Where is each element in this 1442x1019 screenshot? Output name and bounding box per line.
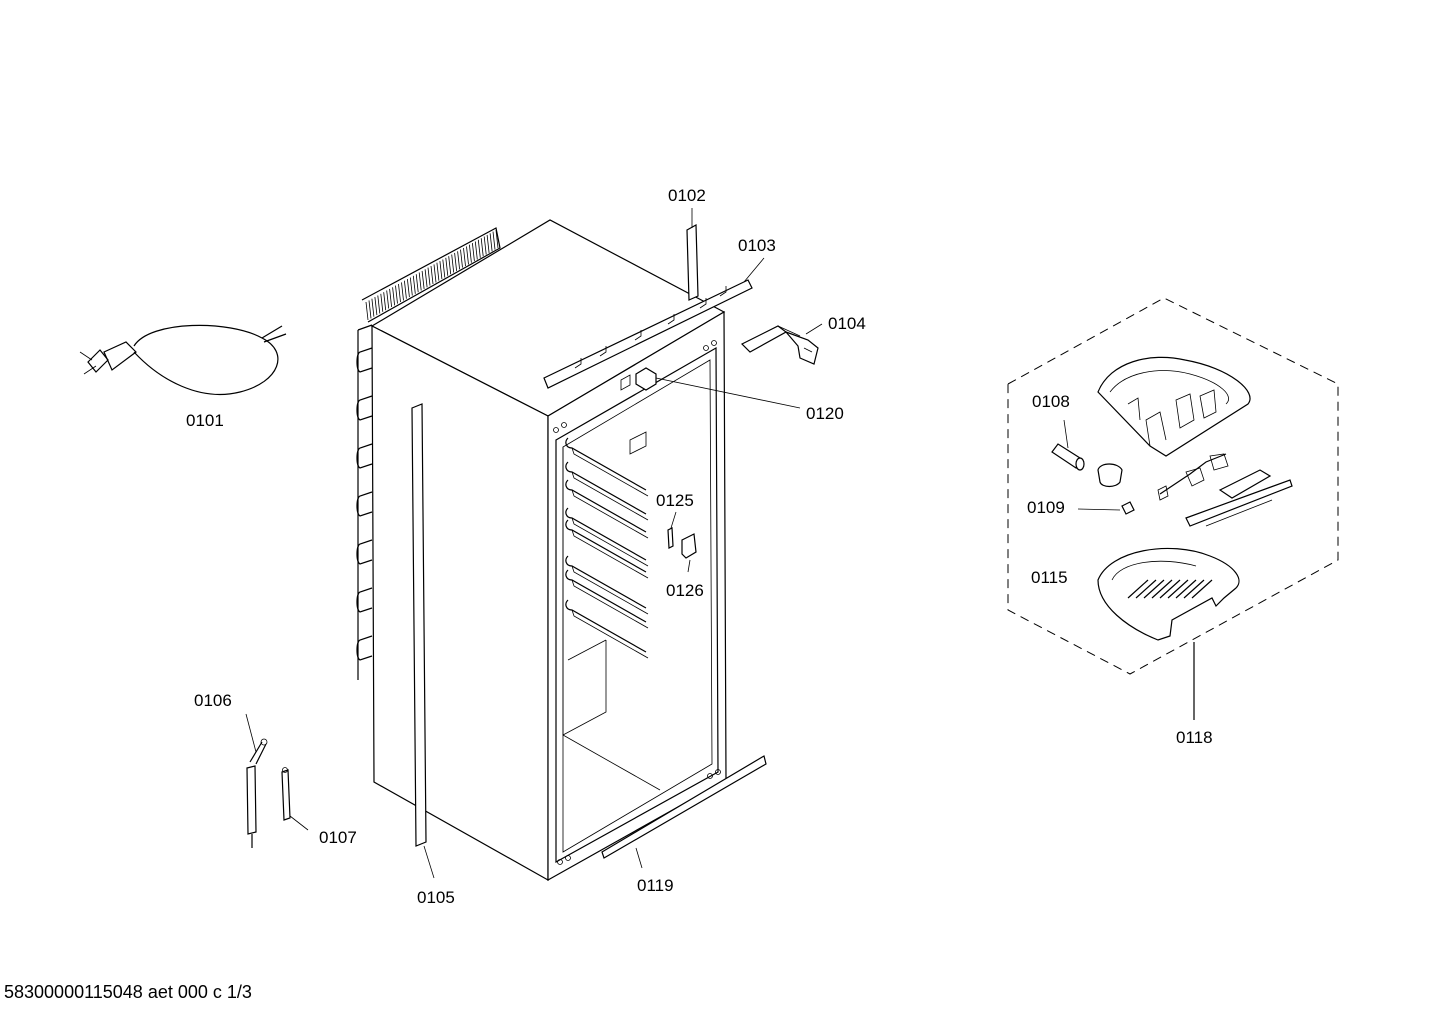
drawing-reference-code: 58300000115048 aet 000 c 1/3 <box>4 982 252 1002</box>
housing-assembly-drawing <box>1007 297 1339 720</box>
part-label-0126[interactable]: 0126 <box>666 581 704 600</box>
upper-hinge-drawing <box>740 325 819 365</box>
side-trim-drawing <box>411 403 427 847</box>
part-label-0101[interactable]: 0101 <box>186 411 224 430</box>
part-label-0106[interactable]: 0106 <box>194 691 232 710</box>
part-label-0120[interactable]: 0120 <box>806 404 844 423</box>
part-label-0103[interactable]: 0103 <box>738 236 776 255</box>
part-label-0118[interactable]: 0118 <box>1176 728 1213 747</box>
part-label-0108[interactable]: 0108 <box>1032 392 1070 411</box>
clip-and-cap-drawing <box>667 527 697 559</box>
power-cord-drawing <box>79 324 287 396</box>
bottom-trim-drawing <box>601 755 767 859</box>
leader-lines <box>245 208 1121 879</box>
part-label-0104[interactable]: 0104 <box>828 314 866 333</box>
part-label-0125[interactable]: 0125 <box>656 491 694 510</box>
part-label-0119[interactable]: 0119 <box>637 876 674 895</box>
part-label-0105[interactable]: 0105 <box>417 888 455 907</box>
sensor-drawing <box>246 738 291 848</box>
hinge-strip-drawing <box>543 223 753 389</box>
part-label-0115[interactable]: 0115 <box>1031 568 1068 587</box>
part-label-0109[interactable]: 0109 <box>1027 498 1065 517</box>
part-label-0102[interactable]: 0102 <box>668 186 706 205</box>
condenser-coil-drawing <box>356 227 501 680</box>
part-label-0107[interactable]: 0107 <box>319 828 357 847</box>
door-switch-drawing <box>620 367 657 391</box>
